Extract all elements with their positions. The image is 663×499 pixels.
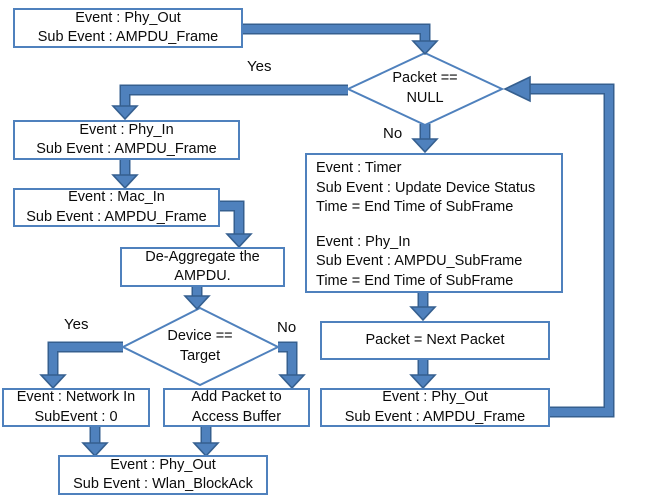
node-timer-line1: Event : Timer bbox=[316, 160, 402, 176]
arrowhead-left-icon bbox=[503, 75, 531, 103]
arrowhead-down-icon bbox=[411, 138, 439, 154]
node-phy-out-loop-line2: Sub Event : AMPDU_Frame bbox=[344, 408, 526, 425]
node-deaggregate-line2: AMPDU. bbox=[174, 268, 231, 284]
branch-label-yes-top: Yes bbox=[247, 58, 272, 75]
arrowhead-down-icon bbox=[183, 295, 211, 311]
node-phy-in-line2: Sub Event : AMPDU_Frame bbox=[36, 141, 217, 157]
arrowhead-down-icon bbox=[225, 233, 253, 249]
connector-start-to-packet-null bbox=[243, 23, 439, 56]
arrowhead-down-icon bbox=[409, 306, 437, 322]
node-next-packet: Packet = Next Packet bbox=[320, 321, 550, 360]
node-start-line1: Event : Phy_Out bbox=[75, 9, 181, 26]
connector-next-packet-to-phy-out bbox=[409, 360, 437, 390]
node-network-in-line1: Event : Network In bbox=[16, 389, 136, 405]
node-block-ack: Event : Phy_Out Sub Event : Wlan_BlockAc… bbox=[58, 455, 268, 495]
connector-no-to-timer bbox=[411, 124, 439, 154]
decision-packet-null-line1: Packet == bbox=[392, 70, 458, 86]
connector-phy-in-to-mac-in bbox=[111, 160, 139, 190]
arrowhead-down-icon bbox=[111, 174, 139, 190]
arrowhead-down-icon bbox=[278, 374, 306, 390]
decision-device-target-line1: Device == bbox=[167, 328, 233, 344]
decision-packet-null-label: Packet == NULL bbox=[355, 68, 495, 108]
connector-add-packet-to-block-ack bbox=[192, 427, 220, 458]
connector-yes-to-network-in bbox=[39, 341, 123, 390]
decision-packet-null-line2: NULL bbox=[406, 90, 444, 106]
arrowhead-down-icon bbox=[411, 40, 439, 56]
connector-deaggregate-to-device-target bbox=[183, 287, 211, 311]
node-phy-in: Event : Phy_In Sub Event : AMPDU_Frame bbox=[13, 120, 240, 160]
node-deaggregate-line1: De-Aggregate the bbox=[145, 248, 260, 265]
branch-label-yes-bottom: Yes bbox=[64, 316, 89, 333]
node-timer: Event : Timer Sub Event : Update Device … bbox=[305, 153, 563, 293]
node-timer-line6: Sub Event : AMPDU_SubFrame bbox=[316, 253, 523, 269]
node-add-packet: Add Packet to Access Buffer bbox=[163, 388, 310, 427]
branch-label-no-top: No bbox=[383, 125, 403, 142]
node-timer-line7: Time = End Time of SubFrame bbox=[316, 272, 514, 289]
connector-yes-to-phy-in bbox=[111, 84, 348, 121]
node-mac-in-line2: Sub Event : AMPDU_Frame bbox=[26, 208, 207, 225]
node-phy-out-loop: Event : Phy_Out Sub Event : AMPDU_Frame bbox=[320, 388, 550, 427]
node-block-ack-line2: Sub Event : Wlan_BlockAck bbox=[73, 476, 253, 492]
decision-device-target-label: Device == Target bbox=[140, 326, 260, 366]
arrowhead-down-icon bbox=[39, 374, 67, 390]
node-timer-line2: Sub Event : Update Device Status bbox=[316, 179, 536, 196]
node-mac-in-line1: Event : Mac_In bbox=[68, 189, 165, 205]
node-network-in-line2: SubEvent : 0 bbox=[34, 408, 118, 425]
node-network-in: Event : Network In SubEvent : 0 bbox=[2, 388, 150, 427]
arrowhead-down-icon bbox=[409, 374, 437, 390]
connector-timer-to-next-packet bbox=[409, 293, 437, 322]
node-timer-line3: Time = End Time of SubFrame bbox=[316, 199, 514, 215]
arrowhead-down-icon bbox=[111, 105, 139, 121]
connector-mac-in-to-deaggregate bbox=[220, 200, 253, 249]
connector-no-to-add-packet bbox=[278, 341, 306, 390]
node-deaggregate: De-Aggregate the AMPDU. bbox=[120, 247, 285, 287]
node-block-ack-line1: Event : Phy_Out bbox=[110, 456, 216, 473]
node-mac-in: Event : Mac_In Sub Event : AMPDU_Frame bbox=[13, 188, 220, 227]
node-timer-line5: Event : Phy_In bbox=[316, 233, 411, 250]
node-add-packet-line2: Access Buffer bbox=[191, 408, 282, 425]
node-phy-out-loop-line1: Event : Phy_Out bbox=[382, 389, 488, 405]
branch-label-no-bottom: No bbox=[277, 319, 297, 336]
connector-network-in-to-block-ack bbox=[81, 427, 109, 458]
node-next-packet-line1: Packet = Next Packet bbox=[365, 331, 505, 348]
node-start: Event : Phy_Out Sub Event : AMPDU_Frame bbox=[13, 8, 243, 48]
decision-device-target-line2: Target bbox=[179, 348, 221, 364]
node-phy-in-line1: Event : Phy_In bbox=[79, 121, 174, 138]
node-start-line2: Sub Event : AMPDU_Frame bbox=[37, 29, 219, 45]
node-add-packet-line1: Add Packet to bbox=[191, 389, 282, 405]
node-timer-line4 bbox=[316, 218, 555, 233]
